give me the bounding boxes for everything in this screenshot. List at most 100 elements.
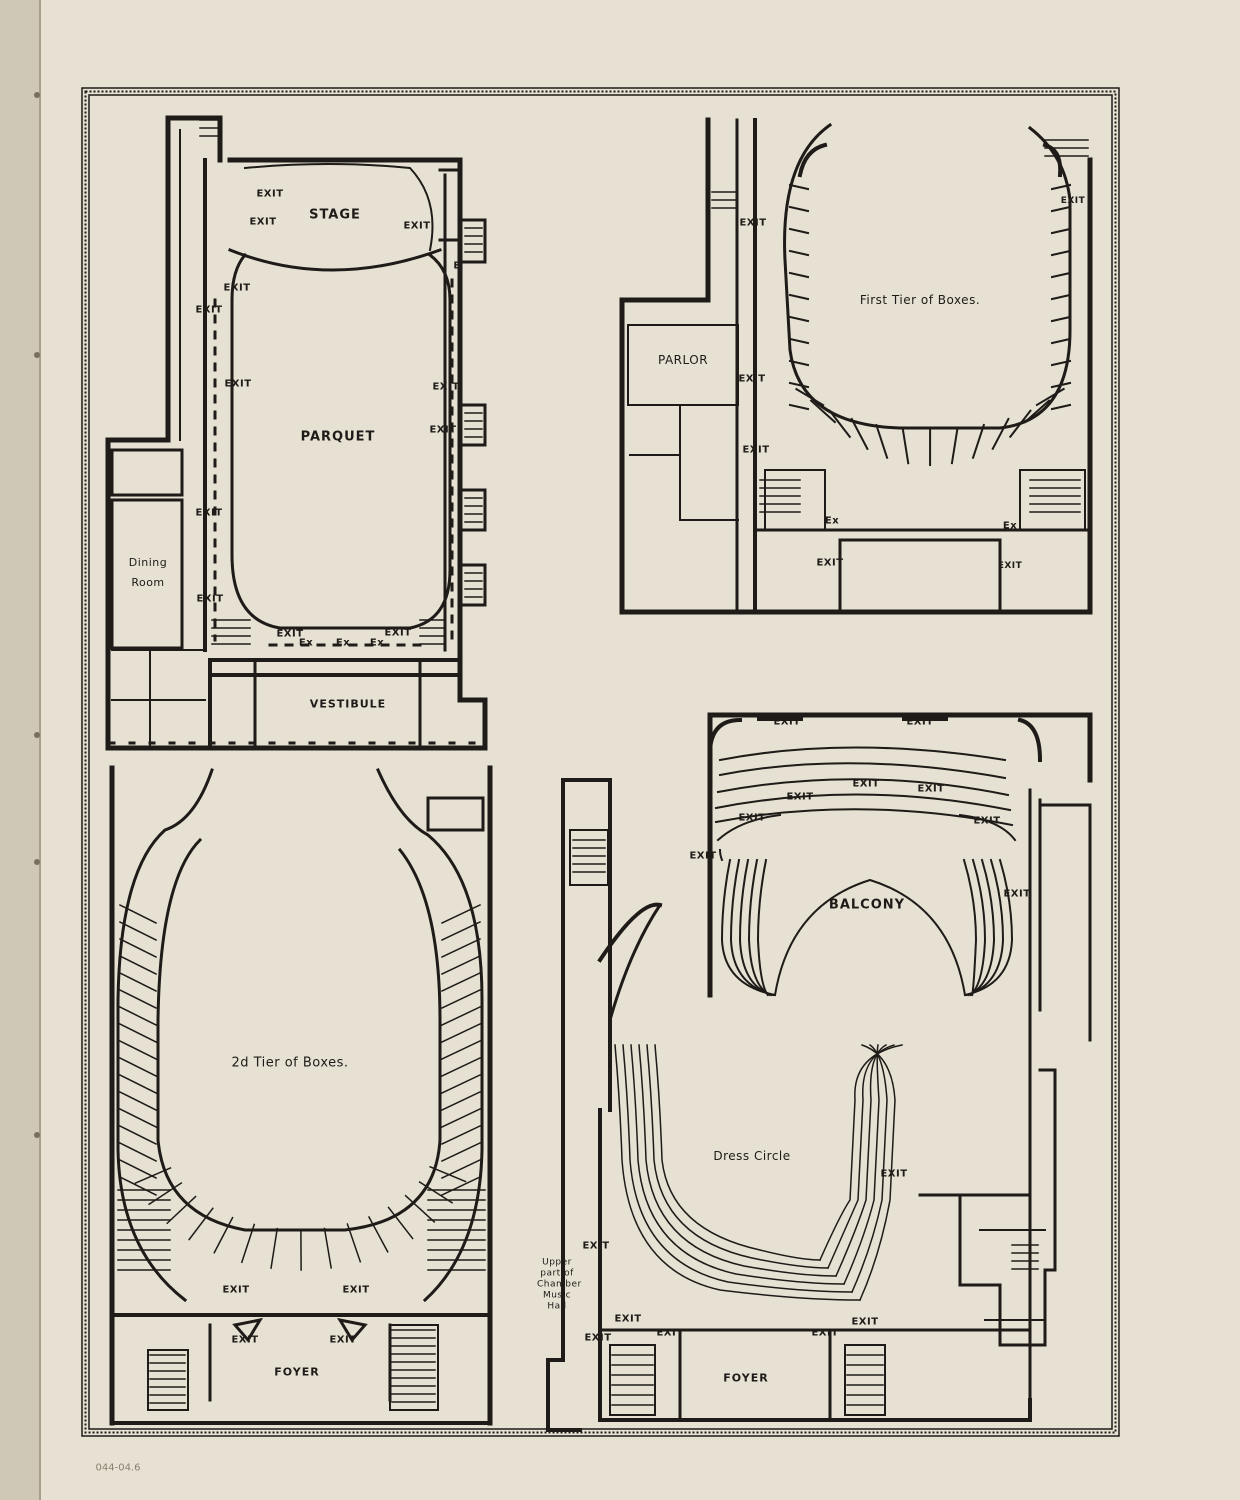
box-partition [118, 1073, 158, 1095]
balcony-row [963, 858, 1014, 997]
box-partition [118, 1022, 158, 1044]
box-partition [1050, 183, 1072, 191]
box-partition [1050, 381, 1072, 389]
balcony-row [968, 858, 987, 997]
box-partition [118, 1107, 158, 1129]
dress-circle-row [654, 1044, 821, 1261]
parlor-label: PARLOR [657, 353, 709, 367]
box-partition [323, 1227, 333, 1269]
dress-circle-row [835, 1043, 888, 1277]
box-partition [118, 1039, 158, 1061]
box-partition [429, 1165, 467, 1183]
dress-circle-row [851, 1043, 888, 1293]
parquet-exit-4: EXIT [223, 282, 251, 294]
box-partition [240, 1223, 256, 1264]
box-partition [875, 423, 889, 459]
vestibule-label: VESTIBULE [309, 697, 387, 711]
parquet-ex-1: Ex [298, 637, 314, 649]
parquet-exit-9: EXIT [195, 507, 223, 519]
balcony-foyer-label: FOYER [723, 1371, 769, 1385]
box-partition [118, 1090, 158, 1112]
box-partition [991, 417, 1010, 451]
second-tier-title: 2d Tier of Boxes. [231, 1055, 349, 1071]
first-tier-exit-6: EXIT [997, 561, 1023, 571]
dress-circle-row [646, 1044, 829, 1269]
box-partition [134, 1166, 172, 1185]
box-partition [404, 1194, 436, 1223]
dress-circle-row [622, 1044, 853, 1293]
dining-room-label: Dining Room [128, 556, 168, 589]
balcony-inner [773, 878, 967, 997]
dress-circle-exit-3: EXIT [614, 1313, 642, 1325]
box-partition [1035, 387, 1066, 407]
box-partition [1050, 249, 1072, 257]
box-partition [441, 1006, 481, 1026]
balcony-row [962, 858, 978, 997]
box-partition [809, 399, 837, 424]
box-partition [441, 921, 481, 941]
archive-annotation: 044-04.6 [95, 1462, 141, 1474]
first-tier-box-partitions [788, 183, 1072, 467]
first-tier-exit-5: EXIT [816, 557, 844, 569]
parquet-floor-plan [105, 115, 488, 751]
parquet-label: PARQUET [300, 429, 376, 445]
box-partition [118, 971, 158, 993]
box-partition [1050, 227, 1072, 235]
second-tier-exit-2: EXIT [342, 1284, 370, 1296]
box-partition [788, 403, 810, 411]
box-partition [148, 1182, 183, 1206]
box-partition [118, 1124, 158, 1146]
dress-circle-exit-1: EXIT [880, 1168, 908, 1180]
box-partition [118, 1175, 158, 1197]
parquet-ex-2: Ex [335, 637, 351, 649]
box-partition [441, 1091, 481, 1111]
second-tier-exit-3: EXIT [231, 1334, 259, 1346]
box-partition [118, 920, 158, 942]
box-partition [441, 1023, 481, 1043]
dress-circle-row [859, 1044, 896, 1301]
box-partition [788, 249, 810, 257]
box-partition [1050, 315, 1072, 323]
box-partition [441, 972, 481, 992]
balcony-row [720, 858, 777, 997]
balcony-exit-4: EXIT [852, 778, 880, 790]
dress-circle-row [843, 1044, 880, 1285]
dress-circle-row [630, 1044, 845, 1285]
box-partition [1008, 409, 1032, 439]
box-partition [118, 954, 158, 976]
box-partition [788, 293, 810, 301]
first-tier-ex-1: Ex [824, 515, 840, 527]
box-partition [270, 1227, 279, 1269]
box-partition [828, 409, 852, 439]
balcony-row [756, 858, 770, 997]
first-tier-ex-2: Ex [1002, 520, 1018, 532]
box-partition [441, 1074, 481, 1094]
balcony-label: BALCONY [828, 897, 906, 913]
balcony-row [738, 858, 773, 997]
balcony-exit-5: EXIT [917, 783, 945, 795]
balcony-row [967, 858, 996, 997]
box-partition [1050, 293, 1072, 301]
second-tier-exit-1: EXIT [222, 1284, 250, 1296]
box-partition [788, 205, 810, 213]
box-partition [118, 1158, 158, 1180]
dress-circle-exit-7: EXIT [851, 1316, 879, 1328]
box-partition [441, 955, 481, 975]
parquet-exit-6: EXIT [224, 378, 252, 390]
box-partition [188, 1207, 214, 1241]
parquet-exit-1: EXIT [256, 188, 284, 200]
dress-circle-row [614, 1044, 861, 1301]
balcony-exit-2: EXIT [906, 716, 934, 728]
balcony-exit-6: EXIT [738, 812, 766, 824]
box-partition [971, 423, 986, 459]
box-partition [901, 427, 910, 465]
parquet-exit-12: EXIT [384, 627, 412, 639]
stage-label: STAGE [309, 207, 361, 223]
first-tier-floor-plan [619, 117, 1093, 615]
dress-circle-row [819, 1044, 903, 1261]
second-tier-exit-4: EXIT [329, 1334, 357, 1346]
first-tier-title: First Tier of Boxes. [859, 293, 981, 307]
parquet-ex-3: Ex [369, 637, 385, 649]
